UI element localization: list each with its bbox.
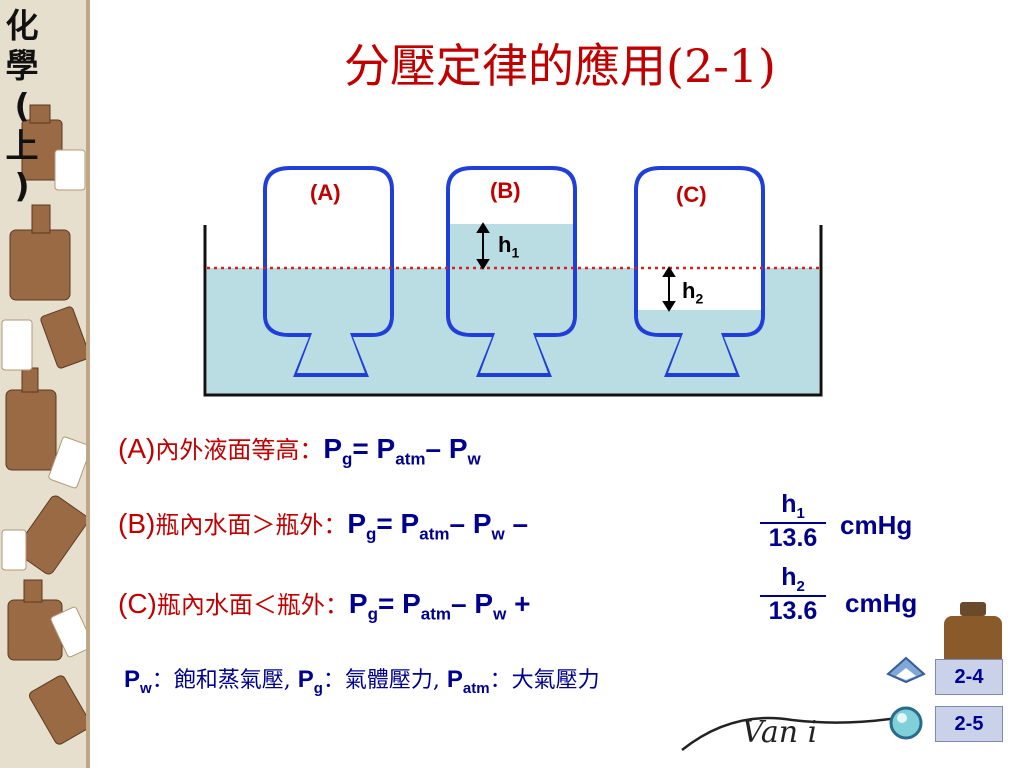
row-b: (B)瓶內水面＞瓶外：Pg= Patm– Pw – [118, 505, 528, 545]
row-a-label: (A) [118, 433, 156, 464]
row-b-label: (B) [118, 508, 156, 539]
sidebar-char: ) [14, 166, 30, 205]
row-b-text: 瓶內水面＞瓶外： [155, 511, 348, 539]
h2-arrow [662, 266, 676, 312]
label-a: (A) [310, 180, 341, 205]
circle-nav-icon[interactable] [888, 705, 924, 741]
row-b-unit: cmHg [840, 510, 913, 540]
row-c-fraction: h2 13.6 [760, 563, 826, 626]
nav-button-2-5[interactable]: 2-5 [935, 706, 1003, 742]
row-c-formula: Pg= Patm– Pw + [348, 588, 531, 624]
row-a: (A)內外液面等高：Pg= Patm– Pw [118, 430, 481, 470]
label-b: (B) [490, 178, 521, 203]
row-a-formula: Pg= Patm– Pw [323, 433, 481, 469]
h1-arrow [476, 222, 490, 270]
legend-patm-desc: ：大氣壓力 [489, 668, 600, 693]
legend-pw: Pw [124, 666, 152, 697]
row-b-fraction: h1 13.6 [760, 490, 826, 553]
row-c-unit: cmHg [845, 588, 918, 618]
tank-wall [203, 225, 823, 397]
sidebar-char: 上 [5, 126, 39, 165]
row-a-text: 內外液面等高： [155, 436, 324, 464]
legend-pg-desc: ：氣體壓力, [322, 668, 447, 693]
row-c-text: 瓶內水面＜瓶外： [156, 591, 349, 619]
legend: Pw：飽和蒸氣壓, Pg：氣體壓力, Patm：大氣壓力 [124, 662, 600, 697]
sidebar-char: 學 [5, 46, 39, 85]
label-c: (C) [676, 182, 707, 207]
logo-signature: Van i [681, 715, 898, 751]
row-c-label: (C) [118, 588, 157, 619]
row-c: (C)瓶內水面＜瓶外：Pg= Patm– Pw + [118, 585, 530, 625]
sidebar-char: 化 [5, 6, 39, 45]
svg-text:Van i: Van i [742, 715, 817, 750]
flask-pattern [1, 0, 90, 768]
home-icon[interactable] [884, 652, 928, 688]
sidebar-char: ( [14, 86, 30, 125]
bottles-diagram [203, 166, 823, 397]
sidebar-decoration: 化 學 ( 上 ) [0, 0, 90, 768]
sidebar-title: 化 學 ( 上 ) [2, 6, 42, 206]
h2-label: h2 [682, 278, 704, 307]
h1-label: h1 [498, 232, 520, 261]
legend-pw-desc: ：飽和蒸氣壓, [151, 668, 298, 693]
row-b-formula: Pg= Patm– Pw – [347, 508, 529, 544]
nav-button-2-4[interactable]: 2-4 [935, 659, 1003, 695]
legend-patm: Patm [446, 666, 490, 697]
slide-title: 分壓定律的應用(2-1) [344, 39, 776, 93]
bottle-a [263, 166, 394, 377]
bottle-c [634, 166, 765, 377]
legend-pg: Pg [297, 666, 323, 697]
